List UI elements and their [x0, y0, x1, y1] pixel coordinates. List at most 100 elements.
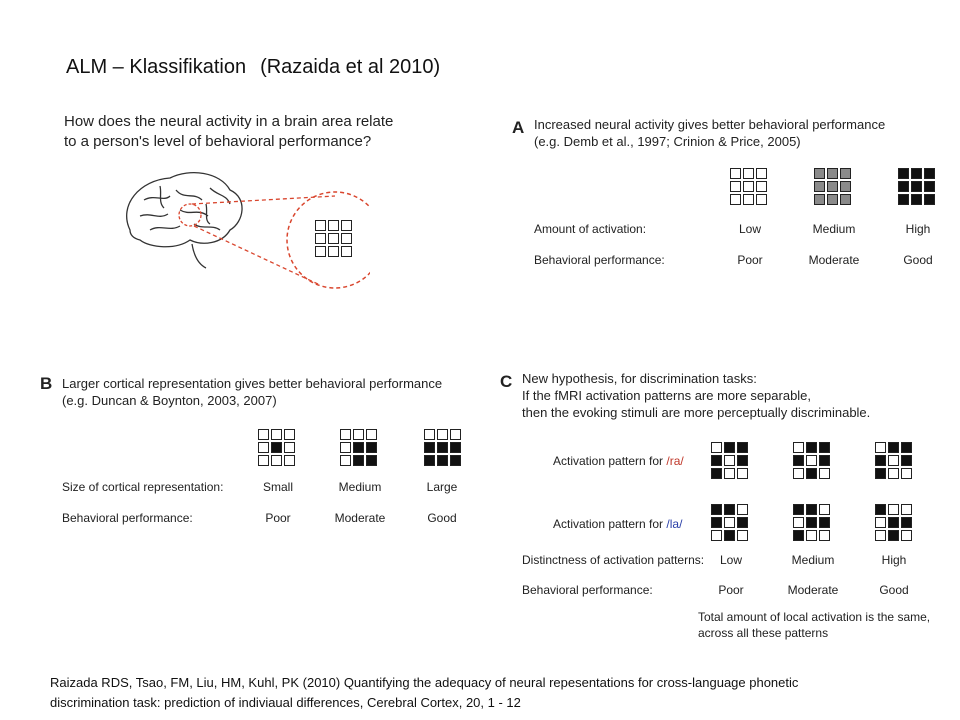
voxel-cell	[328, 246, 339, 257]
panel-a-row1-label: Amount of activation:	[534, 222, 646, 236]
panel-a-performance-good: Good	[873, 253, 960, 267]
voxel-cell	[888, 455, 899, 466]
brain-icon	[127, 173, 242, 268]
voxel-cell	[724, 504, 735, 515]
voxel-cell	[353, 429, 364, 440]
panel-b-grid-small	[258, 429, 295, 466]
panel-c-la-grid-medium	[793, 504, 830, 541]
voxel-cell	[437, 455, 448, 466]
voxel-cell	[901, 504, 912, 515]
panel-c-distinct-medium: Medium	[768, 553, 858, 567]
panel-c-performance-good: Good	[849, 583, 939, 597]
voxel-cell	[806, 530, 817, 541]
voxel-cell	[730, 194, 741, 205]
brain-question-line-1: How does the neural activity in a brain …	[64, 112, 393, 132]
voxel-cell	[875, 442, 886, 453]
panel-a-performance-moderate: Moderate	[789, 253, 879, 267]
voxel-cell	[340, 429, 351, 440]
citation: Raizada RDS, Tsao, FM, Liu, HM, Kuhl, PK…	[50, 673, 930, 713]
voxel-cell	[724, 468, 735, 479]
panel-b-performance-poor: Poor	[233, 511, 323, 525]
voxel-cell	[353, 455, 364, 466]
voxel-cell	[366, 455, 377, 466]
panel-a-heading-line-2: (e.g. Demb et al., 1997; Crinion & Price…	[534, 133, 885, 150]
voxel-cell	[743, 194, 754, 205]
voxel-cell	[875, 504, 886, 515]
panel-c-ra-grid-medium	[793, 442, 830, 479]
voxel-cell	[901, 517, 912, 528]
panel-a-grid-medium	[814, 168, 851, 205]
voxel-cell	[450, 442, 461, 453]
voxel-cell	[724, 442, 735, 453]
voxel-cell	[875, 517, 886, 528]
voxel-cell	[743, 168, 754, 179]
voxel-cell	[258, 455, 269, 466]
voxel-cell	[437, 442, 448, 453]
voxel-cell	[341, 233, 352, 244]
panel-c-note-line-2: across all these patterns	[698, 625, 930, 641]
voxel-cell	[424, 455, 435, 466]
panel-c-ra-grid-low	[711, 442, 748, 479]
panel-c-la-label: Activation pattern for /la/	[553, 517, 682, 531]
citation-line-1: Raizada RDS, Tsao, FM, Liu, HM, Kuhl, PK…	[50, 673, 930, 693]
voxel-cell	[737, 442, 748, 453]
panel-b-grid-large	[424, 429, 461, 466]
panel-c-la-grid-high	[875, 504, 912, 541]
voxel-cell	[888, 468, 899, 479]
voxel-cell	[437, 429, 448, 440]
voxel-cell	[284, 455, 295, 466]
voxel-cell	[793, 504, 804, 515]
panel-b-heading-line-1: Larger cortical representation gives bet…	[62, 375, 442, 392]
voxel-cell	[875, 468, 886, 479]
panel-c-ra-grid-high	[875, 442, 912, 479]
panel-c-perf-label: Behavioral performance:	[522, 583, 653, 597]
voxel-cell	[341, 246, 352, 257]
voxel-cell	[711, 504, 722, 515]
voxel-cell	[424, 442, 435, 453]
panel-b-grid-medium	[340, 429, 377, 466]
voxel-cell	[271, 455, 282, 466]
voxel-cell	[793, 442, 804, 453]
voxel-cell	[271, 442, 282, 453]
panel-c-la-label-prefix: Activation pattern for	[553, 517, 666, 531]
panel-c-distinct-label: Distinctness of activation patterns:	[522, 553, 704, 567]
panel-b-heading-line-2: (e.g. Duncan & Boynton, 2003, 2007)	[62, 392, 442, 409]
brain-region-marker	[179, 204, 201, 226]
panel-c-letter: C	[500, 372, 512, 392]
voxel-cell	[924, 181, 935, 192]
voxel-cell	[711, 442, 722, 453]
panel-c-ra-phoneme: /ra/	[666, 454, 683, 468]
voxel-cell	[827, 168, 838, 179]
voxel-cell	[711, 455, 722, 466]
voxel-cell	[819, 455, 830, 466]
voxel-cell	[756, 168, 767, 179]
panel-b-heading: Larger cortical representation gives bet…	[62, 375, 442, 409]
voxel-cell	[827, 181, 838, 192]
voxel-cell	[258, 429, 269, 440]
panel-c-distinct-high: High	[849, 553, 939, 567]
voxel-cell	[328, 220, 339, 231]
voxel-cell	[730, 181, 741, 192]
panel-b-performance-good: Good	[397, 511, 487, 525]
brain-question: How does the neural activity in a brain …	[64, 112, 393, 152]
voxel-cell	[924, 194, 935, 205]
voxel-cell	[341, 220, 352, 231]
panel-b-size-large: Large	[397, 480, 487, 494]
voxel-cell	[888, 530, 899, 541]
slide-title: ALM – Klassifikation(Razaida et al 2010)	[66, 56, 440, 79]
voxel-cell	[340, 455, 351, 466]
voxel-cell	[284, 442, 295, 453]
panel-c-la-grid-low	[711, 504, 748, 541]
voxel-cell	[424, 429, 435, 440]
voxel-cell	[737, 468, 748, 479]
panel-c-performance-moderate: Moderate	[768, 583, 858, 597]
voxel-cell	[743, 181, 754, 192]
title-subtitle: (Razaida et al 2010)	[260, 56, 440, 78]
voxel-cell	[840, 181, 851, 192]
voxel-cell	[724, 517, 735, 528]
voxel-cell	[827, 194, 838, 205]
voxel-cell	[806, 442, 817, 453]
voxel-cell	[888, 442, 899, 453]
voxel-cell	[737, 530, 748, 541]
panel-c-performance-poor: Poor	[686, 583, 776, 597]
